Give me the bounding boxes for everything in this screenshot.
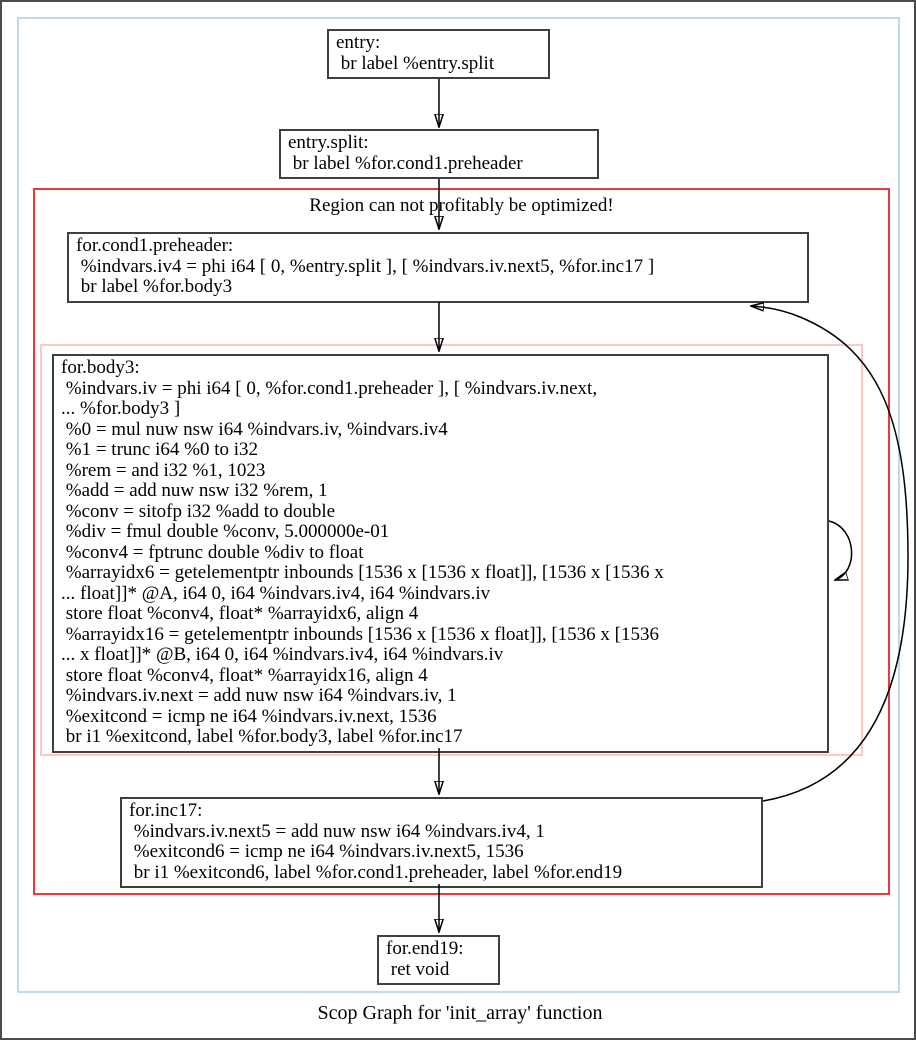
node-entry-split: entry.split: br label %for.cond1.prehead… [279, 129, 599, 179]
node-for-body3: for.body3: %indvars.iv = phi i64 [ 0, %f… [52, 354, 829, 753]
node-entry: entry: br label %entry.split [327, 29, 550, 79]
node-for-end19: for.end19: ret void [377, 935, 500, 985]
node-for-inc17: for.inc17: %indvars.iv.next5 = add nuw n… [120, 797, 763, 888]
region-warning-label: Region can not profitably be optimized! [309, 195, 614, 216]
node-for-cond1-preheader: for.cond1.preheader: %indvars.iv4 = phi … [67, 232, 809, 303]
graph-title: Scop Graph for 'init_array' function [317, 1002, 603, 1024]
